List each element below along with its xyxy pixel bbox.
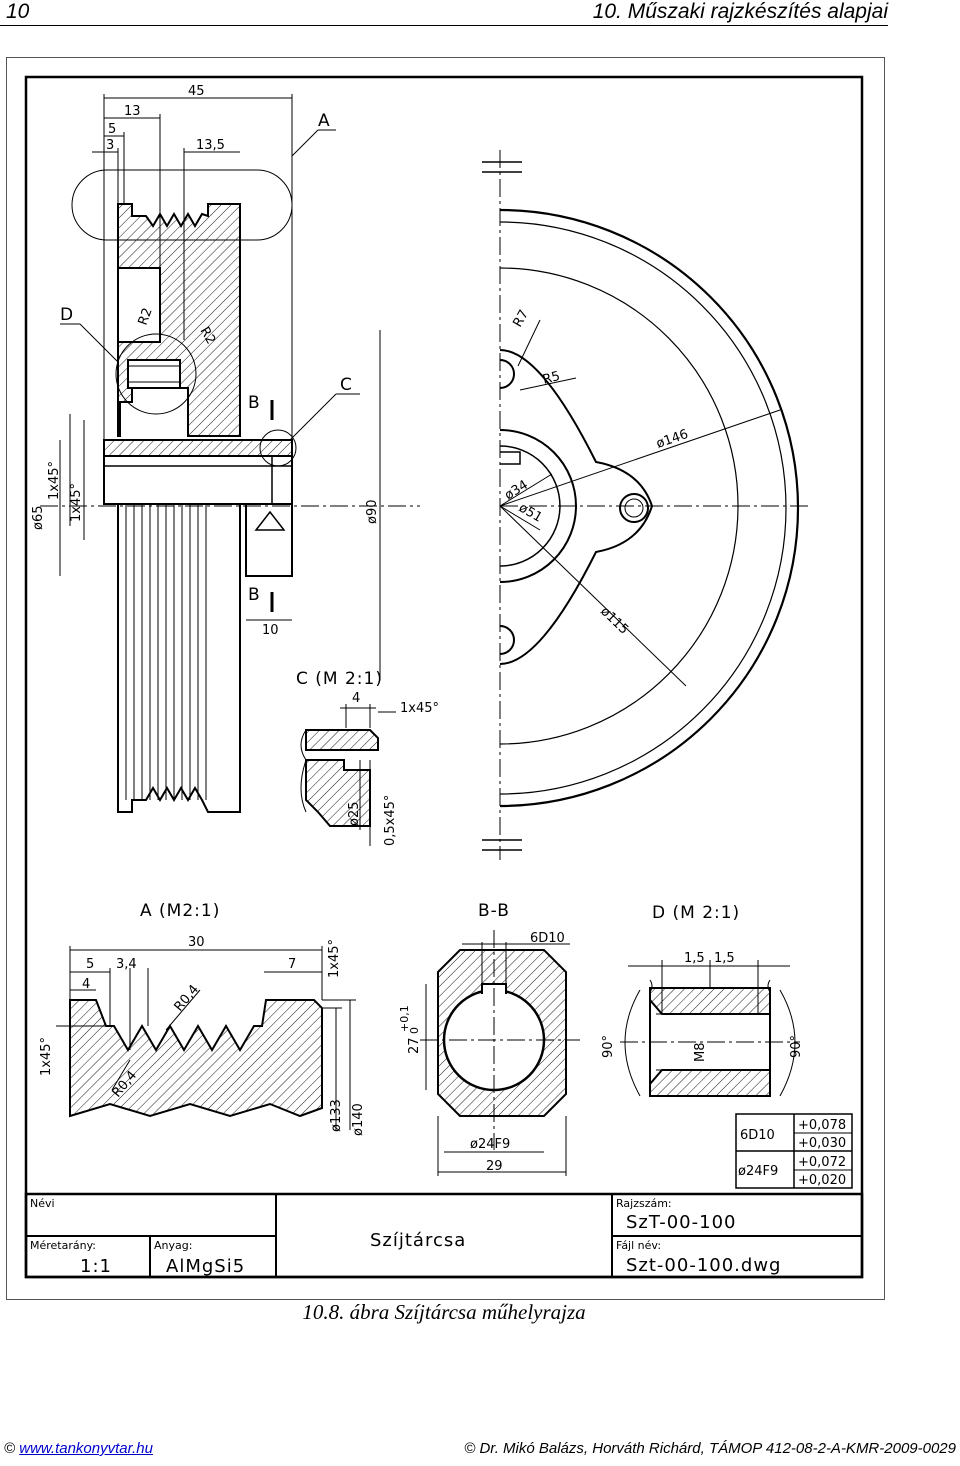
header-rule [0, 25, 888, 26]
dim-1x45b: 1x45° [69, 483, 84, 522]
page-header: 10 10. Műszaki rajzkészítés alapjai [0, 0, 960, 26]
dim-C-1x45: 1x45° [400, 701, 439, 716]
title-file-value: Szt-00-100.dwg [626, 1255, 781, 1276]
title-scale-value: 1:1 [80, 1256, 112, 1277]
dim-D-90-right: 90° [789, 1035, 804, 1058]
footer-credits: © Dr. Mikó Balázs, Horváth Richárd, TÁMO… [464, 1440, 956, 1457]
title-material-label: Anyag: [154, 1239, 192, 1252]
dim-A-30: 30 [188, 935, 205, 950]
tol-row-1-upper: +0,078 [798, 1118, 846, 1133]
copyright-icon: © [4, 1440, 16, 1457]
dim-A-4: 4 [82, 977, 90, 992]
dim-B-27: 27 [407, 1037, 422, 1054]
dim-A-R04a: R0,4 [172, 982, 203, 1014]
dim-D-1-5a: 1,5 [684, 951, 705, 966]
dim-C-25: ø25 [347, 802, 362, 827]
label-B-bottom: B [248, 585, 261, 605]
dim-D-90-left: 90° [601, 1035, 616, 1058]
page-footer: © www.tankonyvtar.hu © Dr. Mikó Balázs, … [0, 1440, 960, 1462]
tol-row-2-upper: +0,072 [798, 1155, 846, 1170]
label-D: D [60, 305, 74, 325]
dim-A-7: 7 [288, 957, 296, 972]
dim-5: 5 [108, 122, 116, 137]
tolerance-table: 6D10 +0,078 +0,030 ø24F9 +0,072 +0,020 [735, 1113, 853, 1189]
dim-90: ø90 [365, 500, 380, 525]
title-block: Névi Méretarány: 1:1 Anyag: AlMgSi5 Szíj… [24, 1192, 864, 1279]
dim-B-27-tol-upper: +0,1 [398, 1005, 411, 1032]
title-file-label: Fájl név: [616, 1239, 661, 1252]
dim-B-27-tol-lower: 0 [408, 1027, 421, 1034]
section-B-B-title: B-B [478, 901, 510, 921]
section-B-B: B-B 6D10 27 +0,1 0 ø24F9 29 [398, 901, 580, 1176]
footer-link[interactable]: www.tankonyvtar.hu [19, 1440, 153, 1457]
side-section-view: 45 13 5 3 13,5 A D C B B 10 R2 R2 ø65 1x… [31, 84, 420, 813]
detail-D: D (M 2:1) 1,5 1,5 90° 90° M8 [601, 903, 804, 1097]
front-half-view: R7 R5 ø146 ø34 ø51 ø115 [482, 150, 810, 860]
dim-B-24F9: ø24F9 [470, 1137, 510, 1152]
label-C: C [340, 375, 353, 395]
dim-34: ø34 [502, 478, 531, 504]
dim-146: ø146 [654, 427, 690, 452]
tol-row-2-lower: +0,020 [798, 1173, 846, 1188]
label-A: A [318, 111, 331, 131]
technical-drawing: 45 13 5 3 13,5 A D C B B 10 R2 R2 ø65 1x… [24, 75, 864, 1279]
dim-13-5: 13,5 [196, 138, 225, 153]
dim-D-M8: M8 [693, 1043, 708, 1063]
title-drawing-no-value: SzT-00-100 [626, 1212, 736, 1233]
detail-C: C (M 2:1) 4 1x45° ø25 0,5x45° [296, 669, 439, 846]
dim-A-5: 5 [86, 957, 94, 972]
dim-13: 13 [124, 104, 141, 119]
detail-A-title: A (M2:1) [140, 901, 220, 921]
dim-B-6D10: 6D10 [530, 931, 565, 946]
title-name-label: Névi [30, 1197, 55, 1210]
detail-D-title: D (M 2:1) [652, 903, 740, 923]
title-scale-label: Méretarány: [30, 1239, 96, 1252]
detail-C-title: C (M 2:1) [296, 669, 383, 689]
tol-row-1-fit: 6D10 [740, 1128, 775, 1143]
dim-3: 3 [106, 138, 114, 153]
dim-A-133: ø133 [329, 1099, 344, 1132]
dim-C-4: 4 [352, 691, 360, 706]
drawing-sheet [6, 57, 885, 1300]
dim-R2b: R2 [197, 325, 219, 347]
title-part-name: Szíjtárcsa [370, 1230, 466, 1251]
dim-R7: R7 [510, 308, 532, 330]
dim-B-29: 29 [486, 1159, 503, 1174]
title-material-value: AlMgSi5 [166, 1256, 245, 1277]
dim-65: ø65 [31, 506, 46, 531]
dim-A-1x45-left: 1x45° [39, 1037, 54, 1076]
dim-51: ø51 [516, 500, 545, 525]
dim-115: ø115 [597, 604, 631, 638]
label-B-top: B [248, 393, 261, 413]
dim-A-3-4: 3,4 [116, 957, 137, 972]
dim-10: 10 [262, 623, 279, 638]
chapter-title: 10. Műszaki rajzkészítés alapjai [592, 0, 888, 23]
title-drawing-no-label: Rajzszám: [616, 1197, 672, 1210]
tol-row-1-lower: +0,030 [798, 1136, 846, 1151]
dim-D-1-5b: 1,5 [714, 951, 735, 966]
dim-A-1x45-right: 1x45° [327, 939, 342, 978]
dim-R2a: R2 [136, 306, 156, 327]
dim-R5: R5 [541, 369, 562, 388]
dim-A-140: ø140 [351, 1103, 366, 1136]
dim-C-05x45: 0,5x45° [383, 795, 398, 846]
page-number: 10 [6, 0, 30, 23]
footer-left: © www.tankonyvtar.hu [4, 1440, 153, 1457]
detail-A: A (M2:1) 30 5 3,4 4 7 1x45° 1x45° R0,4 R… [39, 901, 366, 1136]
tol-row-2-fit: ø24F9 [738, 1164, 778, 1179]
dim-45: 45 [188, 84, 205, 99]
dim-1x45a: 1x45° [47, 461, 62, 500]
figure-caption: 10.8. ábra Szíjtárcsa műhelyrajza [302, 1300, 586, 1324]
